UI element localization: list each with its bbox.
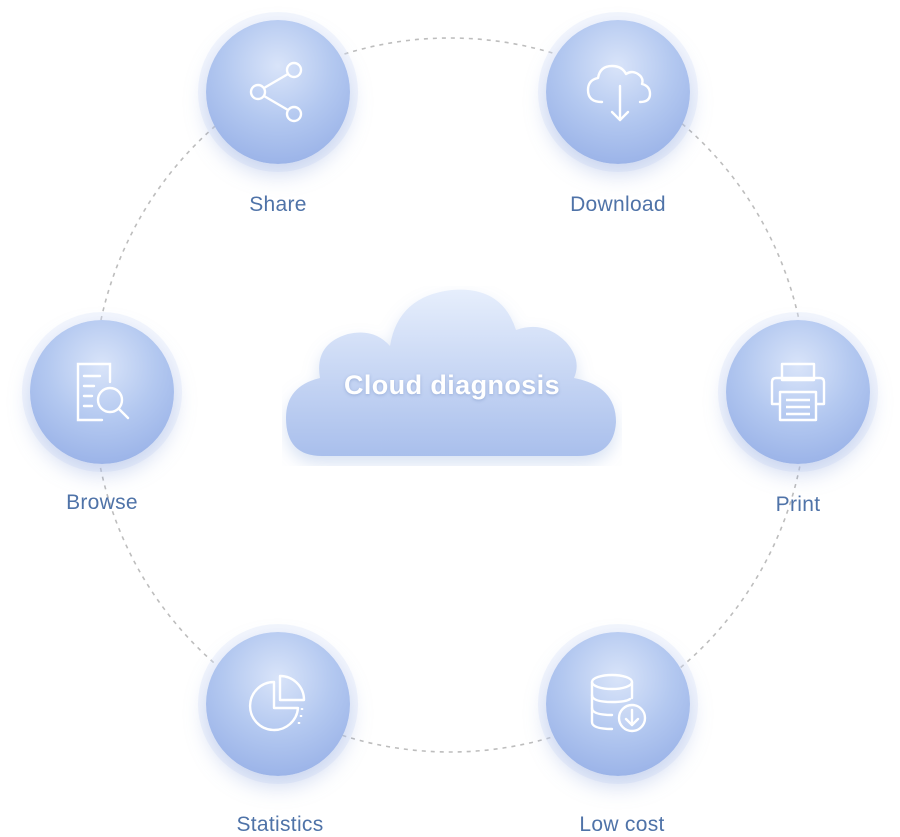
printer-icon [770, 362, 826, 422]
document-search-icon [76, 362, 130, 422]
statistics-label: Statistics [236, 813, 324, 836]
share-icon [249, 61, 303, 123]
cloud-title: Cloud diagnosis [343, 370, 560, 400]
print-label: Print [775, 493, 821, 516]
cloud-shape [286, 289, 616, 456]
share-node[interactable] [206, 20, 350, 164]
statistics-node[interactable] [206, 632, 350, 776]
database-download-icon [590, 673, 647, 733]
share-label: Share [249, 193, 307, 216]
download-label: Download [570, 193, 666, 216]
cloud-download-icon [586, 64, 652, 122]
browse-node[interactable] [30, 320, 174, 464]
low-cost-label: Low cost [579, 813, 665, 836]
low-cost-node[interactable] [546, 632, 690, 776]
browse-label: Browse [66, 491, 138, 514]
pie-chart-icon [248, 674, 306, 732]
print-node[interactable] [726, 320, 870, 464]
download-node[interactable] [546, 20, 690, 164]
